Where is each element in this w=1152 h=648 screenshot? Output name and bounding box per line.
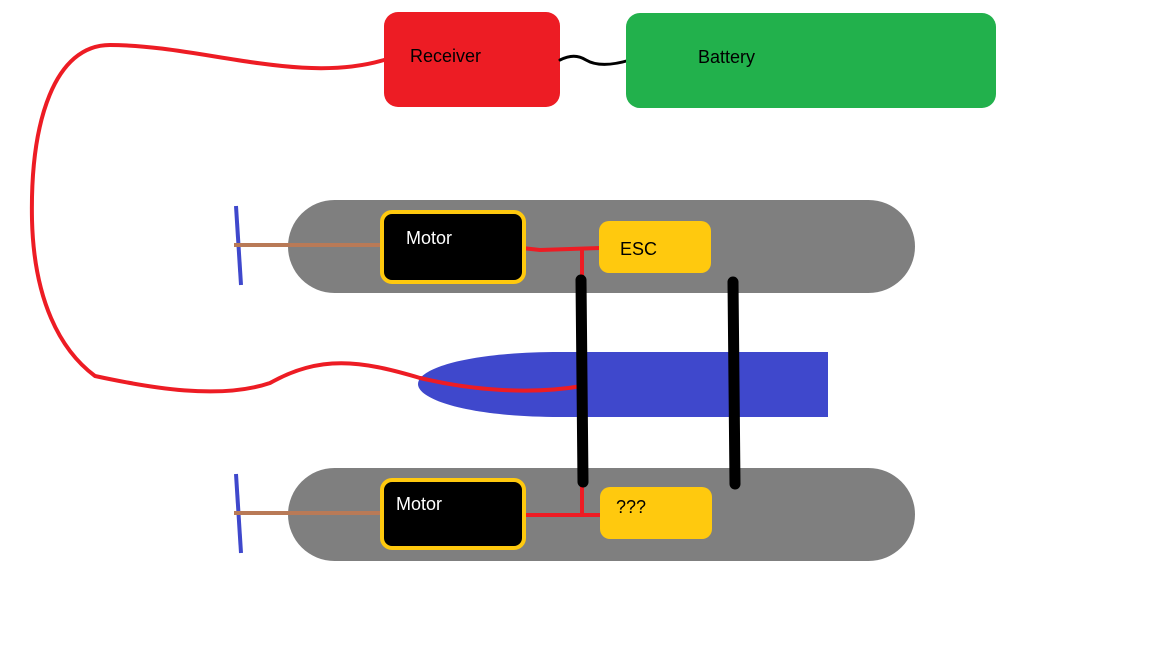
motor-top-label: Motor: [406, 228, 452, 248]
motor-bottom-label: Motor: [396, 494, 442, 514]
receiver-signal-wire-end: [418, 376, 584, 393]
battery-box: Battery: [626, 13, 996, 108]
esc-bottom: ???: [600, 487, 712, 539]
center-body: [418, 352, 828, 417]
motor-top: Motor: [380, 210, 526, 284]
battery-label: Battery: [698, 47, 755, 67]
battery-wire: [558, 54, 632, 66]
esc-top: ESC: [599, 221, 711, 273]
strut-rear: [727, 276, 741, 490]
receiver-label: Receiver: [410, 46, 481, 66]
motor-bottom: Motor: [380, 478, 526, 550]
receiver-signal-wire: [29, 42, 584, 394]
esc-top-label: ESC: [620, 239, 657, 259]
strut-front: [575, 274, 589, 488]
motor-esc-wire-top: [521, 246, 601, 253]
esc-bottom-label: ???: [616, 497, 646, 517]
receiver-box: Receiver: [384, 12, 560, 107]
